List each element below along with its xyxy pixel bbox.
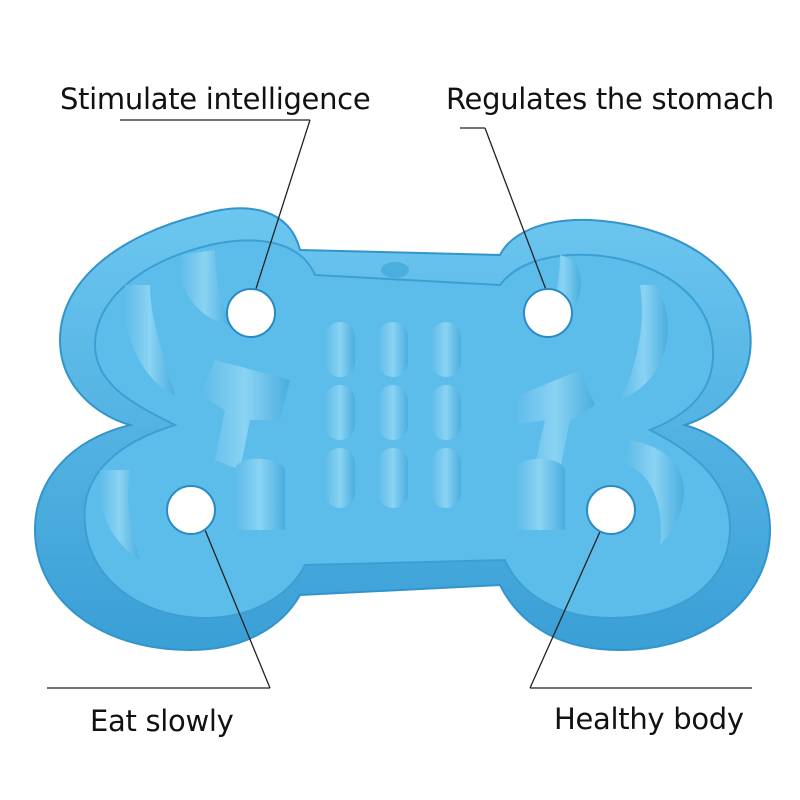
center-pegs [325, 322, 461, 508]
callout-markers [166, 288, 636, 535]
callout-healthy-body: Healthy body [554, 702, 744, 736]
callout-stimulate-intelligence: Stimulate intelligence [60, 82, 371, 116]
callout-regulates-stomach: Regulates the stomach [446, 82, 774, 116]
callout-lines [47, 119, 752, 689]
callout-eat-slowly: Eat slowly [90, 704, 234, 738]
